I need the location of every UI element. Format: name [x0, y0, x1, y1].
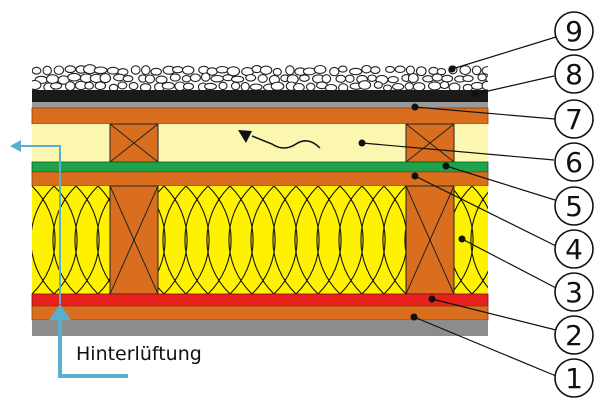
callout-1: 1: [554, 358, 594, 398]
ventilation-caption: Hinterlüftung: [76, 343, 202, 365]
callout-2-number: 2: [565, 319, 583, 352]
callout-2: 2: [554, 315, 594, 355]
callout-9-number: 9: [565, 15, 583, 48]
grey-strip: [32, 102, 488, 108]
callout-9: 9: [554, 11, 594, 51]
leader-lines: [361, 36, 557, 377]
vapor-barrier-layer: [31, 293, 489, 307]
black-membrane-layer: [32, 90, 488, 102]
rafter-right: [405, 185, 455, 295]
top-board-layer: [31, 107, 489, 125]
callout-6: 6: [554, 142, 594, 182]
callout-7-number: 7: [565, 103, 583, 136]
callout-8: 8: [554, 54, 594, 94]
bottom-board-layer: [31, 305, 489, 321]
middle-board-layer: [31, 171, 489, 187]
callout-5-number: 5: [565, 190, 583, 223]
callout-1-number: 1: [565, 362, 583, 395]
callout-4: 4: [554, 229, 594, 269]
air-flow-arrow-icon: [238, 130, 321, 149]
callout-4-number: 4: [565, 233, 583, 266]
callout-6-number: 6: [565, 146, 583, 179]
callout-5: 5: [554, 186, 594, 226]
callout-3: 3: [554, 272, 594, 312]
green-membrane-layer: [31, 161, 489, 173]
leader-dots: [358, 65, 479, 321]
callout-8-number: 8: [565, 58, 583, 91]
ventilation-airflow-arrow: [10, 140, 128, 378]
gravel-layer: [32, 64, 488, 90]
callout-3-number: 3: [565, 276, 583, 309]
callout-7: 7: [554, 99, 594, 139]
rafter-left: [109, 185, 159, 295]
upper-batten-right: [405, 123, 455, 163]
upper-batten-left: [109, 123, 159, 163]
ceiling-layer: [32, 320, 488, 336]
